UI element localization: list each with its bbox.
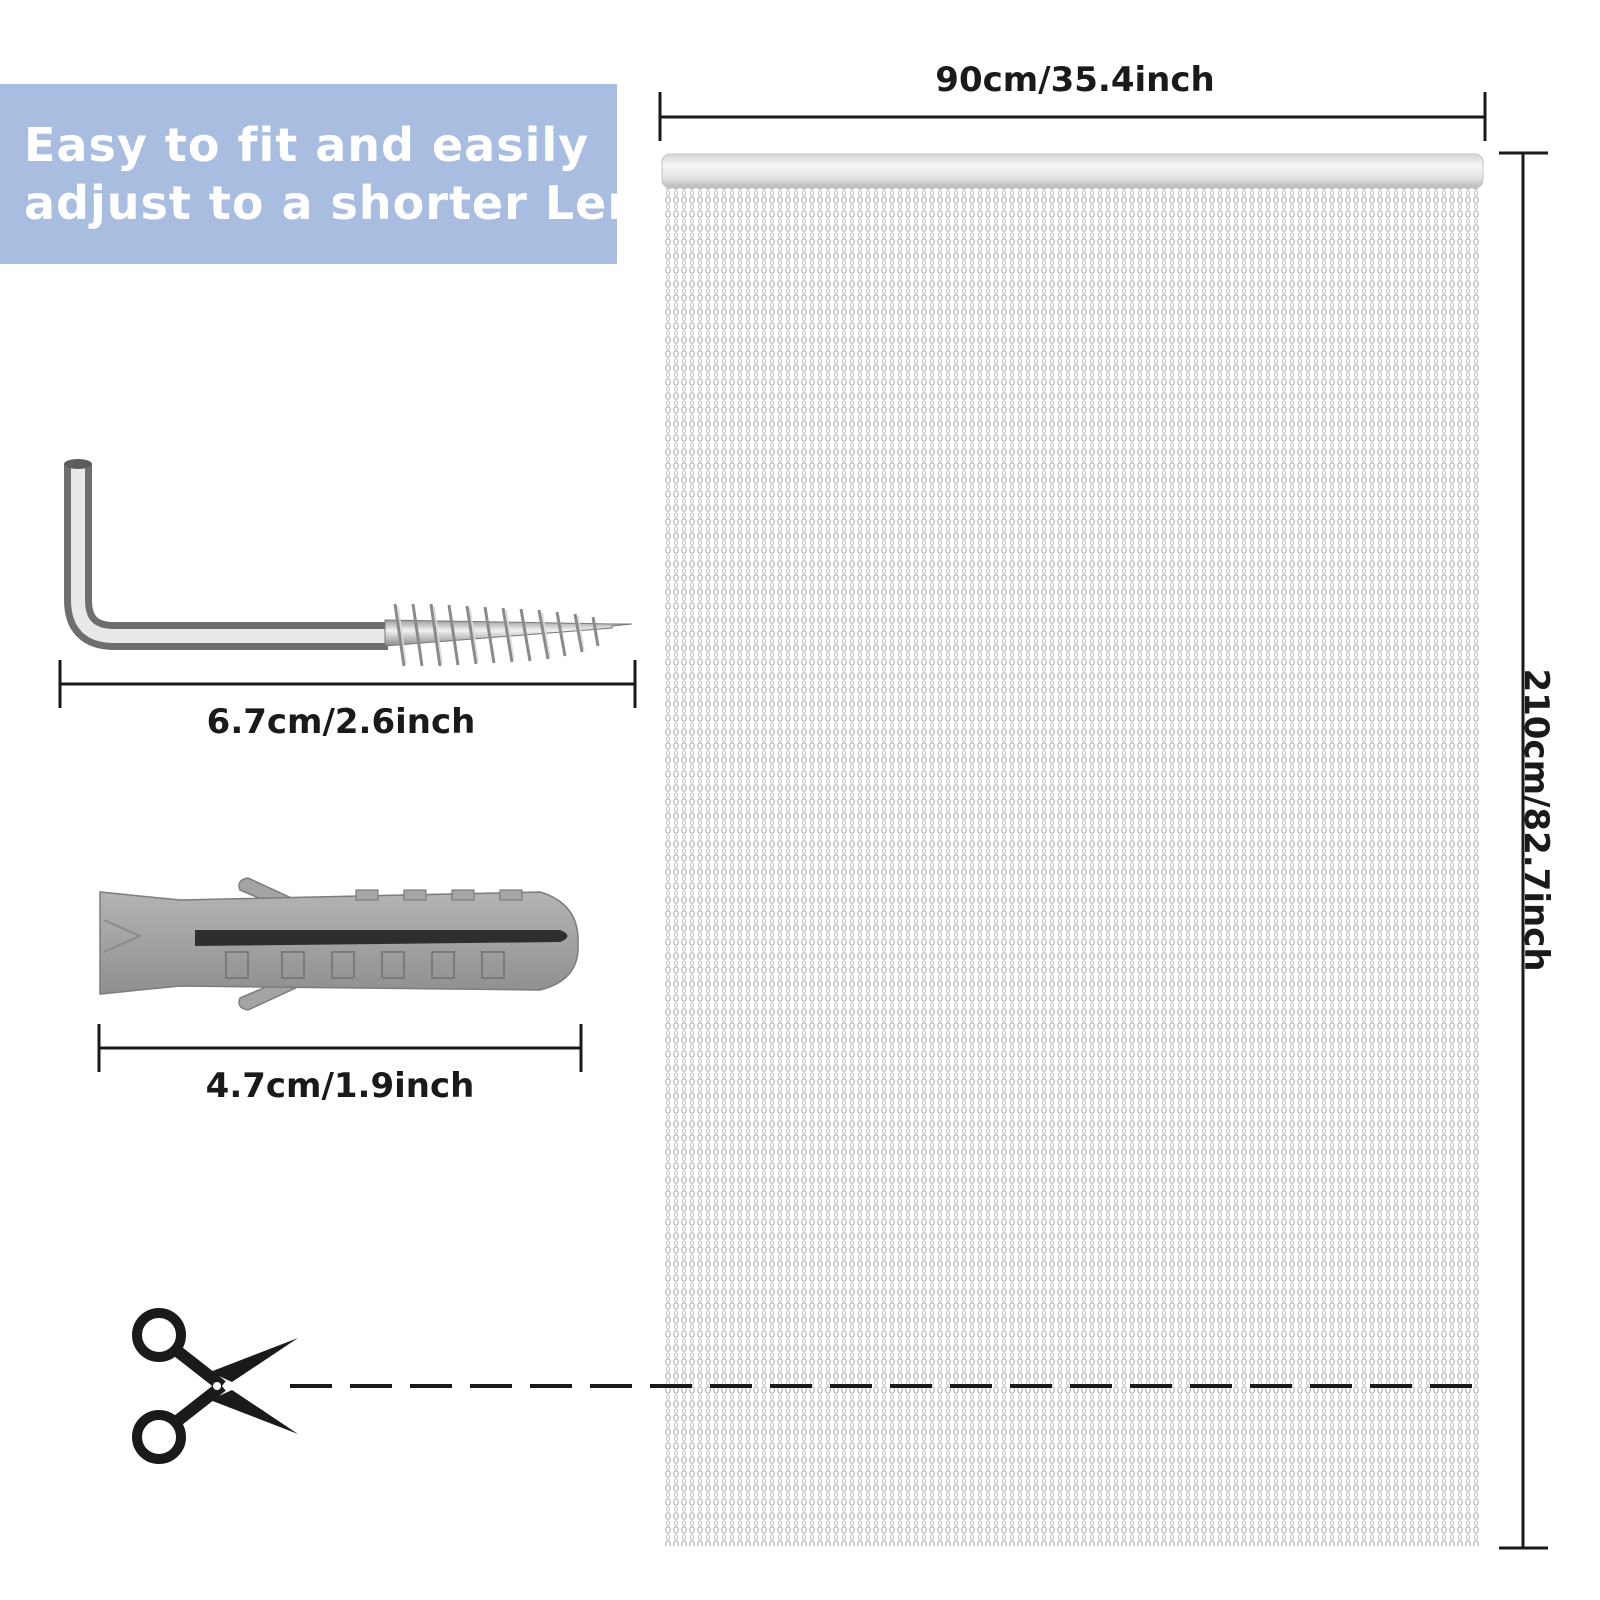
chain-curtain [661,153,1484,1546]
width-dimension-line [658,92,1487,141]
hook-length-label: 6.7cm/2.6inch [206,702,476,742]
curtain-rail [661,153,1484,189]
anchor-length-label: 4.7cm/1.9inch [205,1066,475,1106]
screw-hook [64,459,633,667]
hook-dimension-line [58,660,637,708]
anchor-dimension-line [97,1024,583,1072]
scissors-icon [132,1308,298,1464]
banner-line-1: Easy to fit and easily [24,118,590,172]
feature-banner: Easy to fit and easily adjust to a short… [0,84,731,264]
wall-anchor [99,877,579,1011]
height-dimension-line [1499,151,1548,1550]
curtain-width-label: 90cm/35.4inch [935,60,1215,100]
banner-line-2: adjust to a shorter Length [24,176,732,230]
curtain-height-label: 210cm/82.7inch [1516,668,1556,972]
